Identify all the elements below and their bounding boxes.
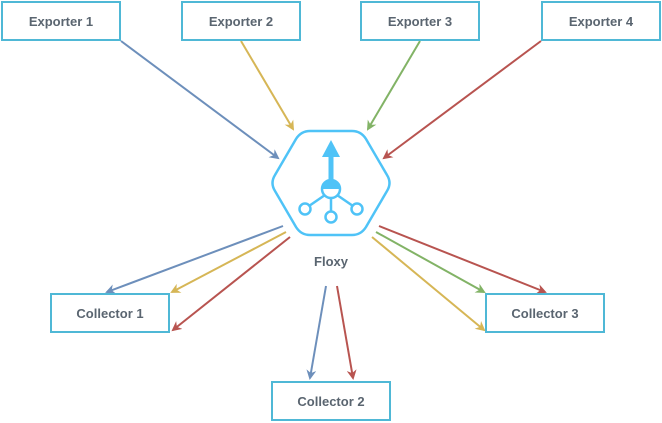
arrow-floxy-to-collector-3-yellow xyxy=(371,236,486,332)
leaf-node-center xyxy=(324,210,338,224)
floxy-hub-icon xyxy=(271,129,391,237)
upward-arrow-head xyxy=(322,140,340,157)
arrow-floxy-to-collector-2-red xyxy=(336,285,357,380)
arrow-exporter-4-to-floxy xyxy=(382,40,542,160)
collector-3-label: Collector 3 xyxy=(511,305,579,321)
collector-1-box[interactable]: Collector 1 xyxy=(50,293,170,333)
arrow-floxy-to-collector-1-yellow xyxy=(170,231,287,293)
exporter-4-box[interactable]: Exporter 4 xyxy=(541,1,661,41)
floxy-label: Floxy xyxy=(314,254,348,269)
arrow-floxy-to-collector-1-red xyxy=(171,236,291,332)
collector-1-label: Collector 1 xyxy=(76,305,144,321)
leaf-node-left xyxy=(298,202,312,216)
arrow-floxy-to-collector-2-blue xyxy=(306,285,327,380)
exporter-2-label: Exporter 2 xyxy=(208,13,274,29)
exporter-1-box[interactable]: Exporter 1 xyxy=(1,1,121,41)
arrow-exporter-2-to-floxy xyxy=(240,40,295,131)
exporter-3-label: Exporter 3 xyxy=(387,13,453,29)
exporter-2-box[interactable]: Exporter 2 xyxy=(181,1,301,41)
branch-right xyxy=(336,193,354,208)
exporter-3-box[interactable]: Exporter 3 xyxy=(360,1,480,41)
arrow-floxy-to-collector-1-blue xyxy=(105,225,284,294)
collector-2-label: Collector 2 xyxy=(297,393,365,409)
branch-left xyxy=(308,193,326,208)
arrow-floxy-to-collector-3-red xyxy=(378,225,547,294)
collector-2-box[interactable]: Collector 2 xyxy=(271,381,391,421)
arrow-floxy-to-collector-3-green xyxy=(375,231,486,293)
arrow-exporter-1-to-floxy xyxy=(120,40,280,160)
arrow-exporter-3-to-floxy xyxy=(366,40,421,131)
exporter-1-label: Exporter 1 xyxy=(28,13,94,29)
leaf-node-right xyxy=(350,202,364,216)
exporter-4-label: Exporter 4 xyxy=(568,13,634,29)
central-node-fill xyxy=(322,180,340,189)
collector-3-box[interactable]: Collector 3 xyxy=(485,293,605,333)
